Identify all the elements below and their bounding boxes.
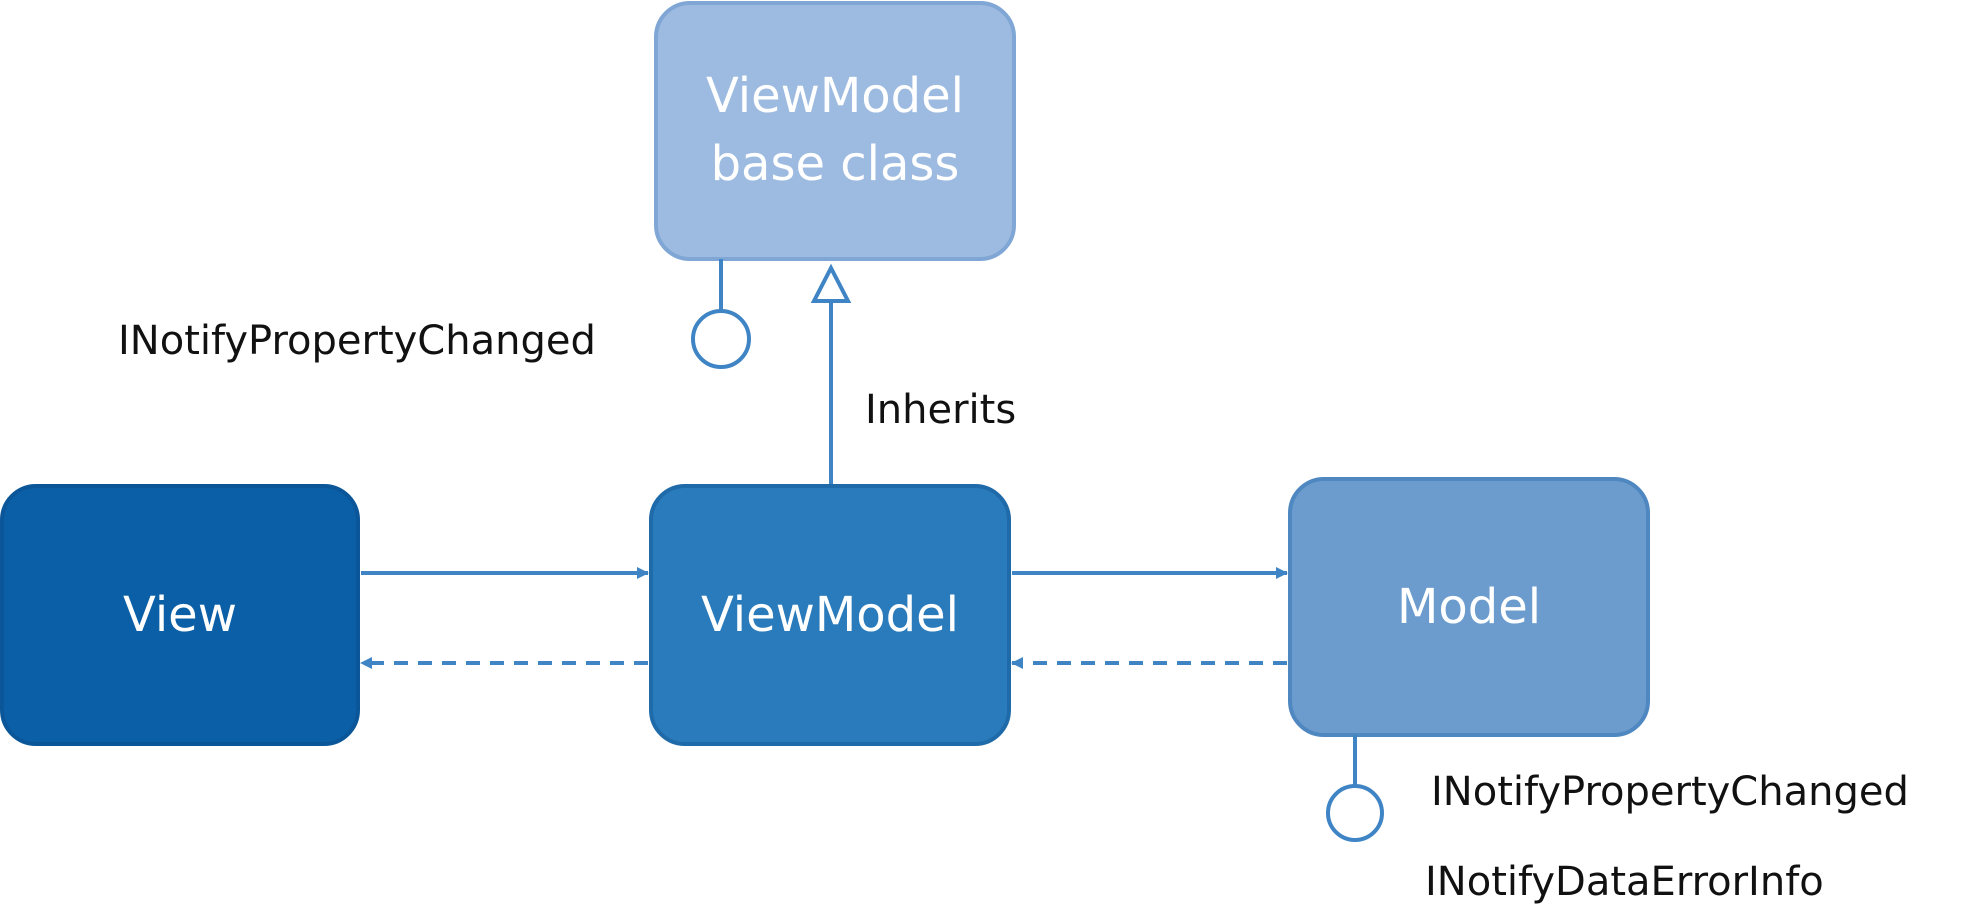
viewmodel-node: ViewModel: [649, 484, 1011, 746]
model-interface-label-1: INotifyPropertyChanged: [1431, 769, 1909, 815]
view-node: View: [0, 484, 360, 746]
base-interface-lollipop: [691, 259, 751, 369]
inherits-arrow: [810, 263, 852, 484]
base-class-line-2: base class: [711, 136, 960, 192]
base-class-line-1: ViewModel: [706, 68, 964, 124]
inherits-label: Inherits: [865, 387, 1016, 433]
viewmodel-label: ViewModel: [701, 587, 959, 643]
model-node: Model: [1288, 477, 1650, 737]
view-label: View: [123, 587, 237, 643]
model-interface-label-2: INotifyDataErrorInfo: [1425, 859, 1824, 905]
base-interface-label: INotifyPropertyChanged: [118, 318, 596, 364]
model-label: Model: [1397, 579, 1541, 635]
viewmodel-base-class-node: ViewModel base class: [654, 1, 1016, 261]
model-interface-lollipop: [1326, 735, 1384, 842]
